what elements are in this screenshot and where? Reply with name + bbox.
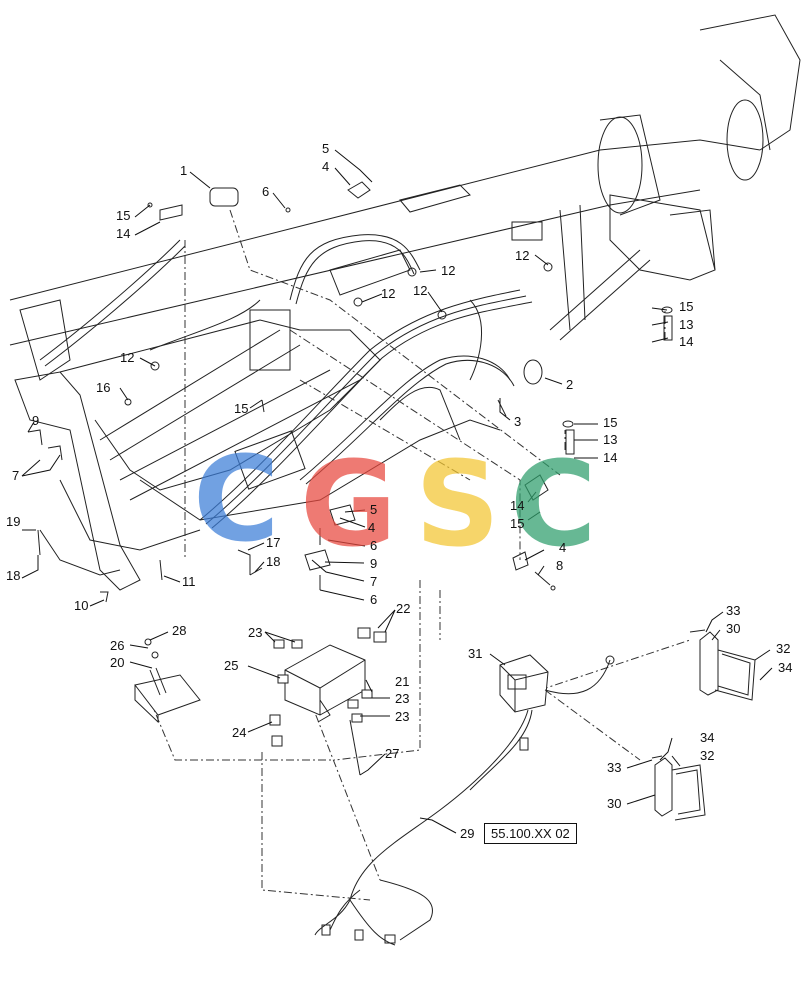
- callout-26: 26: [110, 638, 124, 653]
- callout-6a: 6: [262, 184, 269, 199]
- auger-tube: [9, 14, 801, 346]
- callout-15d: 15: [603, 415, 617, 430]
- callout-7a: 7: [12, 468, 19, 483]
- callout-12a: 12: [120, 350, 134, 365]
- callout-19: 19: [6, 514, 20, 529]
- hardware-parts: [27, 181, 673, 659]
- callout-27: 27: [385, 746, 399, 761]
- watermark-letter-2: G: [300, 435, 397, 573]
- callout-24: 24: [232, 725, 246, 740]
- callout-30b: 30: [607, 796, 621, 811]
- callout-4b: 4: [368, 520, 375, 535]
- callout-4c: 4: [559, 540, 566, 555]
- callout-32b: 32: [700, 748, 714, 763]
- clamp-4: [347, 181, 371, 199]
- callout-23a: 23: [248, 625, 262, 640]
- callout-7b: 7: [370, 574, 377, 589]
- wiring-harness-29: [314, 655, 615, 946]
- callout-14b: 14: [679, 334, 693, 349]
- callout-12e: 12: [515, 248, 529, 263]
- callout-11: 11: [182, 574, 196, 589]
- callout-14a: 14: [116, 226, 130, 241]
- callout-labels: 1 2 3 4 4 4 5 5 6 6 6 7 7 8 9 9 10 11 12…: [6, 141, 792, 841]
- callout-13b: 13: [603, 432, 617, 447]
- callout-5b: 5: [370, 502, 377, 517]
- mount-bracket: [511, 194, 716, 341]
- callout-33a: 33: [726, 603, 740, 618]
- callout-28: 28: [172, 623, 186, 638]
- callout-9b: 9: [370, 556, 377, 571]
- callout-15a: 15: [116, 208, 130, 223]
- assembly-leader-lines: [149, 209, 691, 901]
- callout-23b: 23: [395, 691, 409, 706]
- callout-18a: 18: [266, 554, 280, 569]
- callout-6b: 6: [370, 538, 377, 553]
- control-box-31: [499, 654, 549, 713]
- callout-15e: 15: [510, 516, 524, 531]
- callout-34b: 34: [700, 730, 714, 745]
- callout-22: 22: [396, 601, 410, 616]
- callout-10: 10: [74, 598, 88, 613]
- callout-14c: 14: [603, 450, 617, 465]
- callout-15c: 15: [679, 299, 693, 314]
- callout-12d: 12: [413, 283, 427, 298]
- callout-5a: 5: [322, 141, 329, 156]
- callout-9a: 9: [32, 413, 39, 428]
- callout-32a: 32: [776, 641, 790, 656]
- hydraulic-hoses: [39, 234, 533, 529]
- watermark-letter-4: C: [510, 435, 597, 573]
- callout-30a: 30: [726, 621, 740, 636]
- callout-8: 8: [556, 558, 563, 573]
- callout-13a: 13: [679, 317, 693, 332]
- valve-block-21: [269, 627, 387, 776]
- callout-16: 16: [96, 380, 110, 395]
- callout-17: 17: [266, 535, 280, 550]
- callout-20: 20: [110, 655, 124, 670]
- handle-1: [209, 187, 239, 207]
- callout-15b: 15: [234, 401, 248, 416]
- callout-leaders: [21, 149, 773, 834]
- watermark-letter-3: S: [415, 435, 500, 573]
- callout-23c: 23: [395, 709, 409, 724]
- callout-31: 31: [468, 646, 482, 661]
- watermark-letter-1: C: [193, 430, 280, 568]
- callout-12b: 12: [441, 263, 455, 278]
- watermark: C G S C: [193, 430, 597, 573]
- callout-4a: 4: [322, 159, 329, 174]
- callout-29: 29: [460, 826, 474, 841]
- callout-3: 3: [514, 414, 521, 429]
- u-bolt-bracket-upper: [689, 629, 756, 701]
- reference-box[interactable]: 55.100.XX 02: [484, 823, 577, 844]
- callout-34a: 34: [778, 660, 792, 675]
- callout-14d: 14: [510, 498, 524, 513]
- callout-33b: 33: [607, 760, 621, 775]
- callout-25: 25: [224, 658, 238, 673]
- mounting-plate-20: [134, 667, 201, 724]
- auger-arm: [14, 299, 501, 591]
- callout-21: 21: [395, 674, 409, 689]
- callout-2: 2: [566, 377, 573, 392]
- u-bolt-bracket-lower: [651, 755, 706, 821]
- callout-18b: 18: [6, 568, 20, 583]
- callout-1: 1: [180, 163, 187, 178]
- grommet-2: [523, 359, 543, 385]
- callout-12c: 12: [381, 286, 395, 301]
- callout-6c: 6: [370, 592, 377, 607]
